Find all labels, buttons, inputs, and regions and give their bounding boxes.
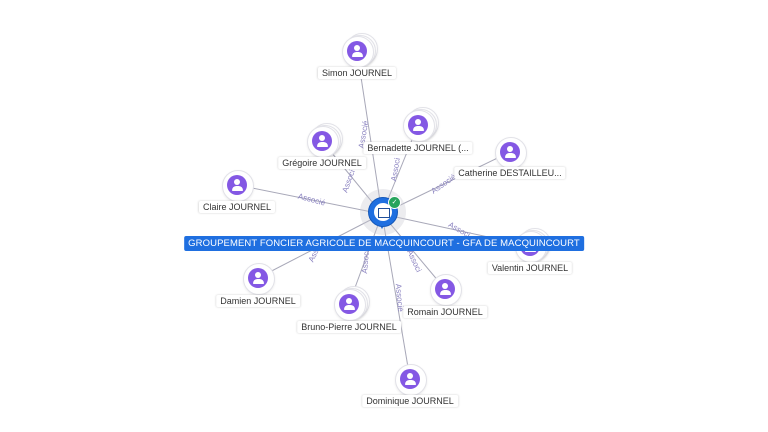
person-label-romain[interactable]: Romain JOURNEL (403, 306, 487, 318)
company-label[interactable]: GROUPEMENT FONCIER AGRICOLE DE MACQUINCO… (184, 236, 584, 251)
edge-romain (381, 213, 446, 290)
edge-catherine (381, 151, 511, 215)
user-icon (408, 115, 428, 135)
user-icon (312, 131, 332, 151)
person-label-claire[interactable]: Claire JOURNEL (198, 201, 276, 213)
person-node-bruno[interactable] (334, 286, 370, 321)
person-node-gregoire[interactable] (307, 123, 343, 158)
edge-claire (236, 184, 383, 215)
user-icon (500, 142, 520, 162)
person-label-valentin[interactable]: Valentin JOURNEL (487, 262, 573, 274)
person-node-claire[interactable] (222, 170, 254, 202)
edge-label-romain: Associ (405, 248, 423, 273)
edge-label-claire: Associé (297, 192, 327, 208)
edge-label-bernadette: Associ (389, 157, 402, 182)
person-node-catherine[interactable] (495, 137, 527, 169)
user-icon (435, 279, 455, 299)
person-label-bruno[interactable]: Bruno-Pierre JOURNEL (297, 321, 401, 333)
person-node-damien[interactable] (243, 263, 275, 295)
user-icon (400, 369, 420, 389)
user-icon (227, 175, 247, 195)
edge-label-dominique: Associé (394, 283, 405, 312)
person-label-damien[interactable]: Damien JOURNEL (216, 295, 300, 307)
edge-label-bruno: Associ (360, 249, 371, 273)
check-icon: ✓ (388, 196, 401, 209)
user-icon (248, 268, 268, 288)
person-node-bernadette[interactable] (403, 107, 439, 142)
person-label-gregoire[interactable]: Grégoire JOURNEL (278, 157, 366, 169)
person-label-simon[interactable]: Simon JOURNEL (317, 67, 397, 79)
user-icon (339, 294, 359, 314)
person-node-simon[interactable] (342, 33, 378, 68)
building-icon (374, 203, 392, 221)
company-node[interactable]: ✓ (360, 189, 406, 235)
person-label-dominique[interactable]: Dominique JOURNEL (362, 395, 458, 407)
person-label-catherine[interactable]: Catherine DESTAILLEU... (454, 167, 566, 179)
person-node-romain[interactable] (430, 274, 462, 306)
person-node-dominique[interactable] (395, 364, 427, 396)
person-label-bernadette[interactable]: Bernadette JOURNEL (... (363, 142, 473, 154)
user-icon (347, 41, 367, 61)
